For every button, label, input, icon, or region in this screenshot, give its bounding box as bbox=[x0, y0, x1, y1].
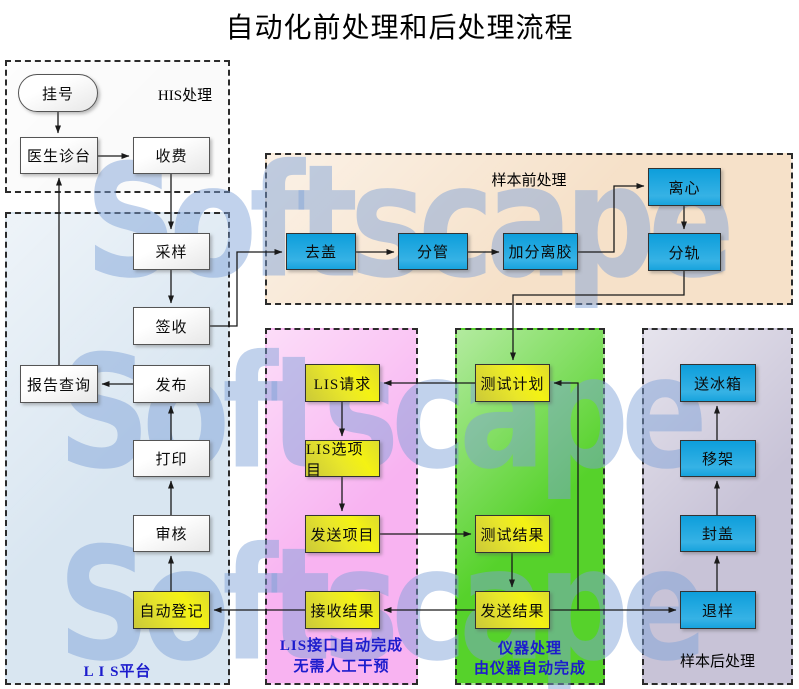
node-move-rack: 移架 bbox=[680, 440, 756, 477]
group-label-post: 样本后处理 bbox=[679, 654, 755, 670]
node-receive-results: 接收结果 bbox=[305, 591, 380, 629]
node-report-query: 报告查询 bbox=[20, 365, 98, 403]
group-label-interface-2: 无需人工干预 bbox=[293, 659, 390, 675]
group-label-pre: 样本前处理 bbox=[491, 173, 567, 189]
node-sort-track: 分轨 bbox=[648, 233, 721, 271]
group-label-interface-1: LIS接口自动完成 bbox=[279, 638, 404, 654]
node-sign-in: 签收 bbox=[133, 307, 210, 345]
node-lis-request: LIS请求 bbox=[305, 364, 380, 402]
node-auto-register: 自动登记 bbox=[133, 591, 210, 629]
node-return-sample: 退样 bbox=[680, 591, 756, 629]
node-publish: 发布 bbox=[133, 365, 210, 403]
group-label-his: HIS处理 bbox=[157, 88, 213, 104]
node-review: 审核 bbox=[133, 515, 210, 552]
node-add-gel: 加分离胶 bbox=[503, 233, 578, 270]
group-label-instrument-2: 由仪器自动完成 bbox=[473, 661, 586, 677]
node-doctor-station: 医生诊台 bbox=[20, 137, 98, 174]
node-sampling: 采样 bbox=[133, 233, 210, 270]
group-label-instrument-1: 仪器处理 bbox=[497, 641, 562, 657]
node-test-results: 测试结果 bbox=[475, 515, 550, 553]
node-print: 打印 bbox=[133, 440, 210, 477]
node-send-items: 发送项目 bbox=[305, 515, 380, 553]
node-to-fridge: 送冰箱 bbox=[680, 364, 756, 402]
group-label-lis: L I S平台 bbox=[83, 664, 152, 680]
node-seal-cap: 封盖 bbox=[680, 515, 756, 552]
node-aliquot: 分管 bbox=[398, 233, 468, 270]
node-charge: 收费 bbox=[133, 137, 210, 174]
node-test-plan: 测试计划 bbox=[475, 364, 550, 402]
node-decap: 去盖 bbox=[286, 233, 356, 270]
page-title: 自动化前处理和后处理流程 bbox=[225, 13, 574, 44]
node-centrifuge: 离心 bbox=[648, 168, 721, 206]
node-send-results: 发送结果 bbox=[475, 591, 550, 629]
node-registration: 挂号 bbox=[18, 74, 98, 112]
node-lis-select-items: LIS选项目 bbox=[305, 440, 380, 479]
